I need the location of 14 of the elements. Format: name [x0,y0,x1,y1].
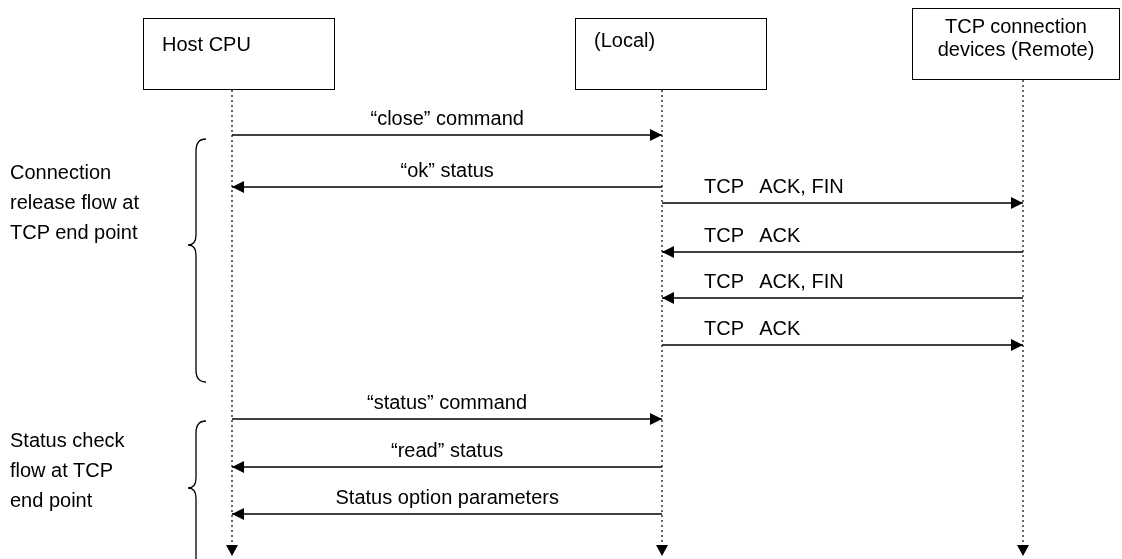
message-arrow [661,246,1024,258]
participant-box: TCP connection devices (Remote) [912,8,1120,80]
message-arrow [231,413,663,425]
message-arrow [231,461,663,473]
participant-box: Host CPU [143,18,335,90]
message-arrow [231,508,663,520]
participant-box: (Local) [575,18,767,90]
message-arrow [661,292,1024,304]
message-arrow [231,181,663,193]
message-arrow [661,197,1024,209]
flow-label: Status check flow at TCP end point [10,428,126,513]
flow-label: Connection release flow at TCP end point [10,160,140,245]
message-arrow [231,129,663,141]
message-arrow [661,339,1024,351]
